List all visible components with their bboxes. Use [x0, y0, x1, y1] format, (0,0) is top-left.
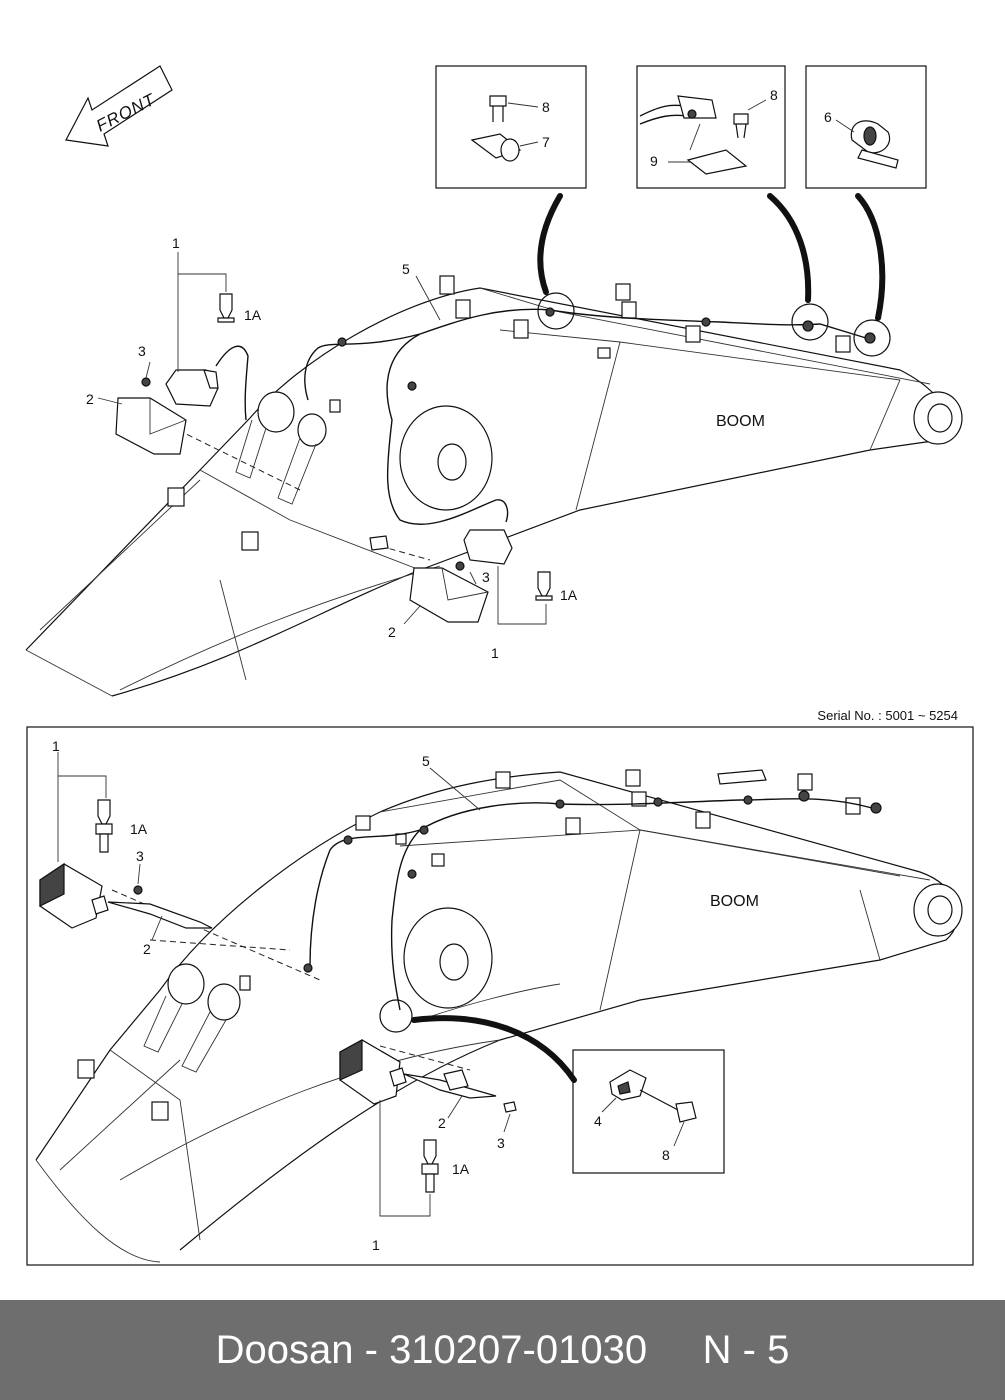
top-bulb-right-callout: 1A [560, 587, 578, 603]
bottom-bracket-right-callout: 2 [438, 1115, 446, 1131]
inset-b-leader [767, 193, 812, 303]
inset-a-clip-callout: 7 [542, 134, 550, 150]
bottom-bulb-right-callout: 1A [452, 1161, 470, 1177]
footer-gap [647, 1328, 703, 1372]
inset-c-clamp-callout: 6 [824, 109, 832, 125]
footer-caption: Doosan - 310207-01030 N - 5 [0, 1300, 1005, 1400]
footer-separator: - [353, 1328, 390, 1372]
inset-c-leader [855, 193, 886, 321]
top-lamp-left-callout: 1 [172, 235, 180, 251]
bottom-boom-label: BOOM [710, 893, 759, 910]
inset-a-bolt-callout: 8 [542, 99, 550, 115]
bottom-boom [35, 752, 963, 1263]
inset-bottom-clip-callout: 4 [594, 1113, 602, 1129]
top-bolt-right-callout: 3 [482, 569, 490, 585]
serial-number-label: Serial No. : 5001 ~ 5254 [817, 708, 958, 723]
front-label: FRONT [93, 90, 159, 136]
inset-a-leader [537, 193, 563, 295]
bottom-bolt-right-callout: 3 [497, 1135, 505, 1151]
top-bracket-left-callout: 2 [86, 391, 94, 407]
inset-a: 8 7 [435, 65, 587, 189]
inset-bottom-bolt-callout: 8 [662, 1147, 670, 1163]
bottom-frame [26, 726, 974, 1266]
inset-b: 8 9 [636, 65, 786, 189]
bottom-bracket-left-callout: 2 [143, 941, 151, 957]
top-bracket-right-callout: 2 [388, 624, 396, 640]
bottom-harness-callout: 5 [422, 753, 430, 769]
top-boom [25, 252, 963, 697]
top-lamp-right-callout: 1 [491, 645, 499, 661]
inset-b-plate-callout: 9 [650, 153, 658, 169]
inset-bottom: 4 8 [572, 1049, 725, 1174]
footer-part-number: 310207-01030 [389, 1328, 648, 1372]
bottom-lamp-left-callout: 1 [52, 738, 60, 754]
bottom-bulb-left-callout: 1A [130, 821, 148, 837]
bottom-lamp-right-callout: 1 [372, 1237, 380, 1253]
footer-brand: Doosan [215, 1328, 354, 1372]
inset-b-bolt-callout: 8 [770, 87, 778, 103]
top-bulb-left-callout: 1A [244, 307, 262, 323]
footer-bar [0, 1300, 1005, 1400]
front-arrow: FRONT [65, 65, 173, 147]
bottom-bolt-left-callout: 3 [136, 848, 144, 864]
top-bolt-left-callout: 3 [138, 343, 146, 359]
inset-c: 6 [805, 65, 927, 189]
top-harness-callout: 5 [402, 261, 410, 277]
top-boom-label: BOOM [716, 413, 765, 430]
footer-page: N - 5 [702, 1328, 790, 1372]
